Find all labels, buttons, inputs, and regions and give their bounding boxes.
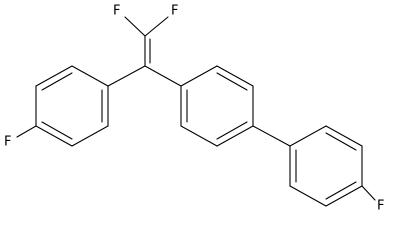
ring-center-bond <box>216 125 254 147</box>
ring-center-bond <box>180 65 218 87</box>
ring-right-inner-bond <box>325 181 357 200</box>
ring-center-bond <box>216 65 254 87</box>
ring-right-bond <box>289 125 327 147</box>
bond-biaryl <box>252 125 291 147</box>
ring-left-bond <box>35 65 73 87</box>
ring-left-bond <box>71 125 109 147</box>
ring-left-bond <box>35 125 73 147</box>
atom-label-f-vinyl-left: F <box>113 4 120 19</box>
ring-right <box>252 125 376 207</box>
ring-left-inner-bond <box>41 72 73 91</box>
ring-right-inner-bond <box>325 132 357 151</box>
ring-left <box>16 65 146 147</box>
bond-ring-left-f <box>16 125 37 138</box>
ring-center <box>144 65 254 147</box>
bond-cf-left <box>124 16 146 37</box>
ring-left-inner-bond <box>41 121 73 140</box>
atom-label-f-ring-far: F <box>377 199 384 214</box>
atom-label-f-vinyl-right: F <box>171 4 178 19</box>
ring-right-bond <box>325 125 363 147</box>
bond-cf-right <box>144 16 169 37</box>
ring-center-inner-bond <box>216 72 248 91</box>
ring-right-bond <box>289 185 327 207</box>
ring-left-bond <box>71 65 109 87</box>
bond-vinyl-ring-center <box>144 65 182 87</box>
bond-ring-right-f <box>361 185 376 201</box>
ring-right-bond <box>325 185 363 207</box>
ring-center-bond <box>180 125 218 147</box>
vinyl-group <box>124 16 169 67</box>
bond-vinyl-ring-left <box>107 65 146 87</box>
atom-label-f-ring-left: F <box>4 135 11 150</box>
structure-diagram: F F F F <box>4 4 384 214</box>
ring-center-inner-bond <box>216 121 248 140</box>
